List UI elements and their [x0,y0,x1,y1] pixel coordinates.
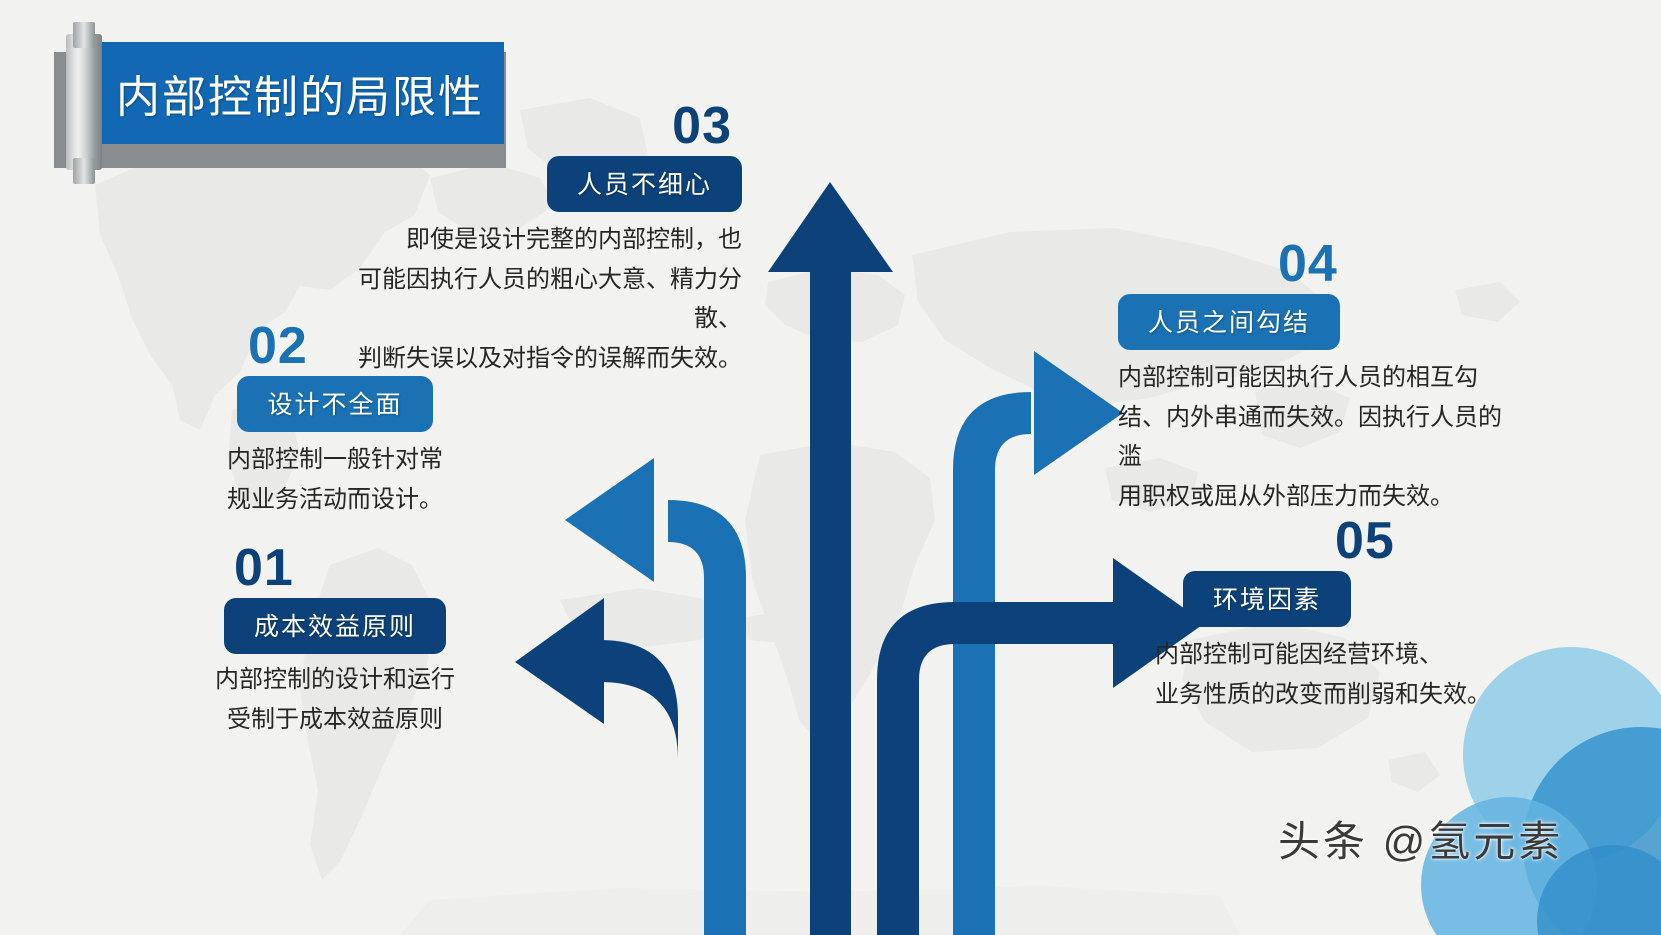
item-number-02: 02 [248,317,308,375]
item-label-row-02: 设计不全面 [170,376,500,432]
item-number-04: 04 [1278,235,1338,293]
item-block-01: 01 成本效益原则 内部控制的设计和运行 受制于成本效益原则 [150,542,520,739]
item-body-04: 内部控制可能因执行人员的相互勾 结、内外串通而失效。因执行人员的滥 用职权或屈从… [1118,364,1502,510]
item-block-04: 04 人员之间勾结 内部控制可能因执行人员的相互勾 结、内外串通而失效。因执行人… [1118,238,1518,516]
item-body-03: 即使是设计完整的内部控制，也 可能因执行人员的粗心大意、精力分散、 判断失误以及… [358,226,742,372]
item-block-02: 02 设计不全面 内部控制一般针对常 规业务活动而设计。 [170,320,500,519]
item-number-05: 05 [1335,512,1395,570]
item-label-02[interactable]: 设计不全面 [237,376,433,432]
scroll-roller-icon [66,34,102,170]
item-label-05[interactable]: 环境因素 [1183,571,1352,627]
item-block-05: 05 环境因素 内部控制可能因经营环境、 业务性质的改变而削弱和失效。 [1135,515,1535,714]
item-label-row-05: 环境因素 [1135,571,1535,627]
item-label-03[interactable]: 人员不细心 [546,156,742,212]
page-title: 内部控制的局限性 [116,73,484,122]
item-label-row-04: 人员之间勾结 [1118,294,1518,350]
watermark: 头条 @氢元素 [1278,818,1564,865]
item-label-04[interactable]: 人员之间勾结 [1118,294,1341,350]
title-banner: 内部控制的局限性 [32,22,506,184]
arrow-04-collusion [953,351,1123,935]
item-body-05: 内部控制可能因经营环境、 业务性质的改变而削弱和失效。 [1155,641,1491,708]
item-body-01: 内部控制的设计和运行 受制于成本效益原则 [215,666,455,733]
item-label-row-03: 人员不细心 [330,156,742,212]
arrow-03-careless-personnel [768,182,893,935]
title-banner-bar [82,42,504,144]
scroll-roller-cap-top-icon [73,22,95,48]
item-label-row-01: 成本效益原则 [150,598,520,654]
item-body-02: 内部控制一般针对常 规业务活动而设计。 [227,446,443,513]
item-number-03: 03 [672,97,732,155]
item-block-03: 03 人员不细心 即使是设计完整的内部控制，也 可能因执行人员的粗心大意、精力分… [330,100,742,378]
arrow-02-incomplete-design [565,458,746,935]
scroll-roller-cap-bottom-icon [73,158,95,184]
item-number-01: 01 [234,539,294,597]
arrow-01-cost-benefit [515,598,678,935]
item-label-01[interactable]: 成本效益原则 [223,598,446,654]
